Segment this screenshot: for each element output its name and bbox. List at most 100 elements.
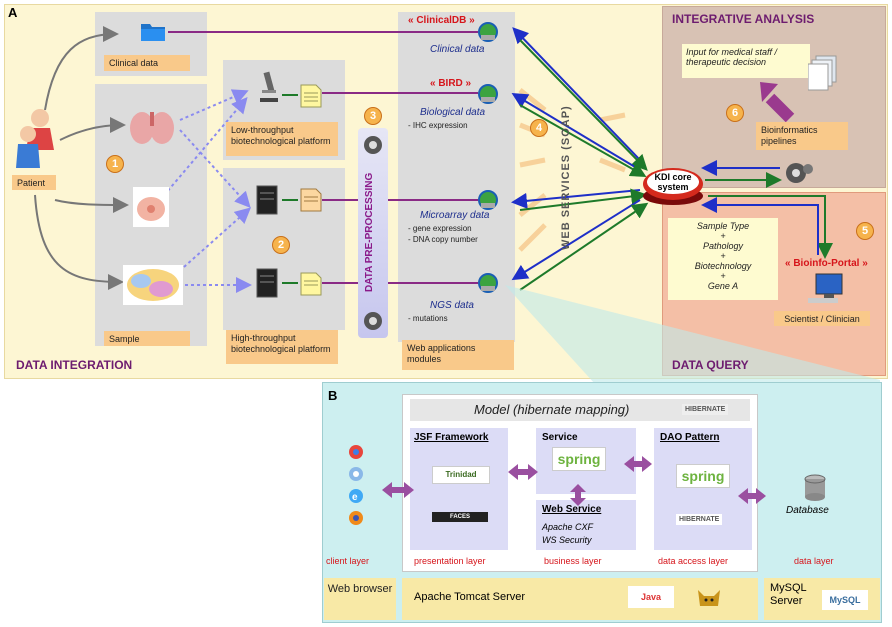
spring-logo: spring [676,464,730,488]
data-layer-label: data layer [794,556,834,566]
web-service-title: Web Service [542,504,602,515]
mysql-logo: MySQL [822,590,868,610]
query-line: Pathology [702,241,744,251]
high-throughput-label: High-throughput biotechnological platfor… [226,330,338,364]
globe-database-icon [478,84,498,104]
tomcat-bar [402,578,758,620]
folder-icon [140,20,166,42]
bird-title: « BIRD » [430,78,472,89]
step-number-2: 2 [272,236,290,254]
patient-figure [14,106,56,170]
gene-expression-label: - gene expression [408,224,472,233]
trinidad-logo: Trinidad [432,466,490,484]
patient-label: Patient [12,175,56,190]
data-query-title: DATA QUERY [672,358,749,372]
sample-label: Sample [104,331,190,346]
firefox-icon [348,510,364,526]
hibernate-logo: HIBERNATE [676,514,723,525]
query-line: + [720,271,726,281]
svg-text:e: e [352,492,358,503]
query-criteria-box: Sample Type + Pathology + Biotechnology … [668,218,778,300]
document-icon [300,84,322,108]
gear-icon [361,134,385,156]
globe-database-icon [478,190,498,210]
globe-database-icon [478,273,498,293]
hibernate-logo: HIBERNATE [682,404,729,415]
query-line: Biotechnology [694,261,752,271]
web-app-modules-label: Web applications modules [402,340,514,370]
database-icon [804,474,826,502]
low-throughput-label: Low-throughput biotechnological platform [226,122,338,156]
dao-title: DAO Pattern [660,432,720,443]
gear-icon [361,310,385,332]
panel-a-letter: A [8,5,18,20]
faces-logo: FACES [432,512,488,522]
query-line: + [720,231,726,241]
documents-icon [807,54,840,92]
client-layer-label: client layer [326,556,370,566]
step-number-3: 3 [364,107,382,125]
web-browser-box: Web browser [324,578,396,620]
document-icon [300,272,322,296]
step-number-4: 4 [530,119,548,137]
apache-cxf-label: Apache CXF [542,522,594,532]
query-line: Gene A [707,281,739,291]
microarray-data-label: Microarray data [420,210,490,221]
data-integration-title: DATA INTEGRATION [16,358,133,372]
clinical-data-db-label: Clinical data [430,44,485,55]
dao-pattern-box [654,428,752,550]
clinical-data-label: Clinical data [104,55,190,71]
jsf-framework-box [410,428,508,550]
step-number-1: 1 [106,155,124,173]
dna-copy-label: - DNA copy number [408,235,478,244]
ngs-data-label: NGS data [430,300,474,311]
model-label: Model (hibernate mapping) [474,402,630,417]
query-line: + [720,251,726,261]
presentation-layer-label: presentation layer [414,556,486,566]
model-bar [410,399,750,421]
integrative-analysis-title: INTEGRATIVE ANALYSIS [672,12,815,26]
kdi-core-node [640,162,706,208]
service-title: Service [542,432,578,443]
tomcat-label: Apache Tomcat Server [414,591,526,603]
query-line: Sample Type [696,221,750,231]
java-logo: Java [628,586,674,608]
step-number-5: 5 [856,222,874,240]
mutations-label: - mutations [408,314,448,323]
chrome-icon [348,444,364,460]
database-label: Database [786,505,829,516]
computer-icon [808,272,848,306]
globe-database-icon [478,22,498,42]
step-number-6: 6 [726,104,744,122]
microscope-icon [256,68,282,104]
breast-icon [133,187,169,227]
safari-icon [348,466,364,482]
server-icon [256,185,278,215]
clinicaldb-title: « ClinicalDB » [408,15,475,26]
tomcat-cat-icon [694,586,724,610]
document-icon [300,188,322,212]
scientist-label: Scientist / Clinician [774,311,870,326]
data-access-layer-label: data access layer [658,556,729,566]
kdi-core-label: KDI core system [654,172,692,192]
spring-logo: spring [552,447,606,471]
pre-processing-bar [358,128,388,338]
business-layer-label: business layer [544,556,602,566]
input-medical-box: Input for medical staff / therapeutic de… [682,44,810,78]
panel-b-letter: B [328,388,338,403]
jsf-title: JSF Framework [414,432,489,443]
gears-icon [784,160,814,186]
mysql-server-label: MySQL Server [770,582,807,607]
ws-security-label: WS Security [542,535,592,545]
bioinformatics-label: Bioinformatics pipelines [756,122,848,150]
web-service-box [536,500,636,550]
bioinfo-portal-title: « Bioinfo-Portal » [785,258,868,269]
internet-explorer-icon: e [348,488,364,504]
ihc-label: - IHC expression [408,121,468,130]
server-icon [256,268,278,298]
brain-icon [123,265,183,305]
lungs-icon [127,110,177,146]
biological-data-label: Biological data [420,107,486,118]
